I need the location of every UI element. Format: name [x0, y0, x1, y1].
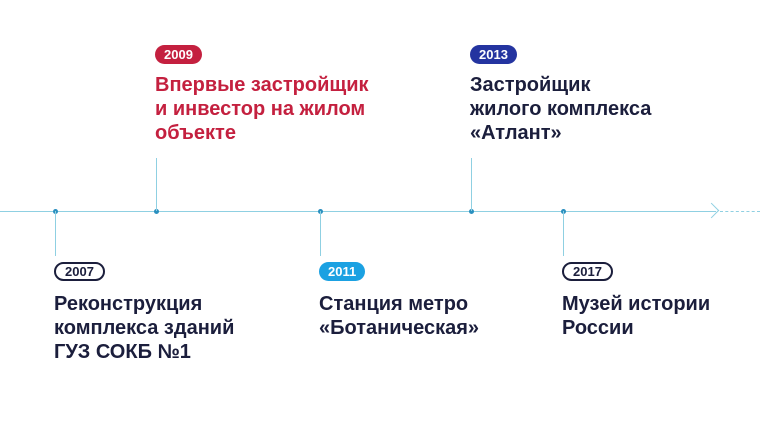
- event-line: Станция метро: [319, 293, 469, 315]
- event-line: ГУЗ СОКБ №1: [54, 341, 191, 363]
- event-line: Впервые застройщик: [155, 74, 369, 96]
- event-line: «Атлант»: [470, 122, 562, 144]
- event-2017-text: Музей истории России: [562, 292, 710, 340]
- timeline-continuation: [720, 211, 760, 212]
- year-badge-2011: 2011: [319, 262, 366, 281]
- timeline-dot: [154, 209, 159, 214]
- event-2011-text: Станция метро «Ботаническая»: [319, 292, 479, 340]
- event-line: «Ботаническая»: [319, 317, 480, 339]
- year-badge-2007: 2007: [54, 262, 105, 281]
- arrow-right-icon: [703, 202, 720, 219]
- event-line: Застройщик: [470, 74, 591, 96]
- year-badge-2009: 2009: [155, 45, 202, 64]
- year-badge-2013: 2013: [470, 45, 517, 64]
- timeline-stem: [55, 211, 56, 256]
- event-line: России: [562, 317, 634, 339]
- event-line: Музей истории: [562, 293, 711, 315]
- timeline-stem: [471, 158, 472, 211]
- year-badge-2017: 2017: [562, 262, 613, 281]
- timeline-stem: [320, 211, 321, 256]
- event-2013-text: Застройщик жилого комплекса «Атлант»: [470, 73, 651, 145]
- event-line: жилого комплекса: [470, 98, 652, 120]
- event-line: и инвестор на жилом: [155, 98, 366, 120]
- event-line: Реконструкция: [54, 293, 203, 315]
- timeline-stem: [563, 211, 564, 256]
- event-2009-text: Впервые застройщик и инвестор на жилом о…: [155, 73, 369, 145]
- timeline-axis: [0, 211, 716, 212]
- event-2007-text: Реконструкция комплекса зданий ГУЗ СОКБ …: [54, 292, 234, 364]
- timeline-stem: [156, 158, 157, 211]
- event-line: комплекса зданий: [54, 317, 235, 339]
- event-line: объекте: [155, 122, 236, 144]
- timeline-dot: [469, 209, 474, 214]
